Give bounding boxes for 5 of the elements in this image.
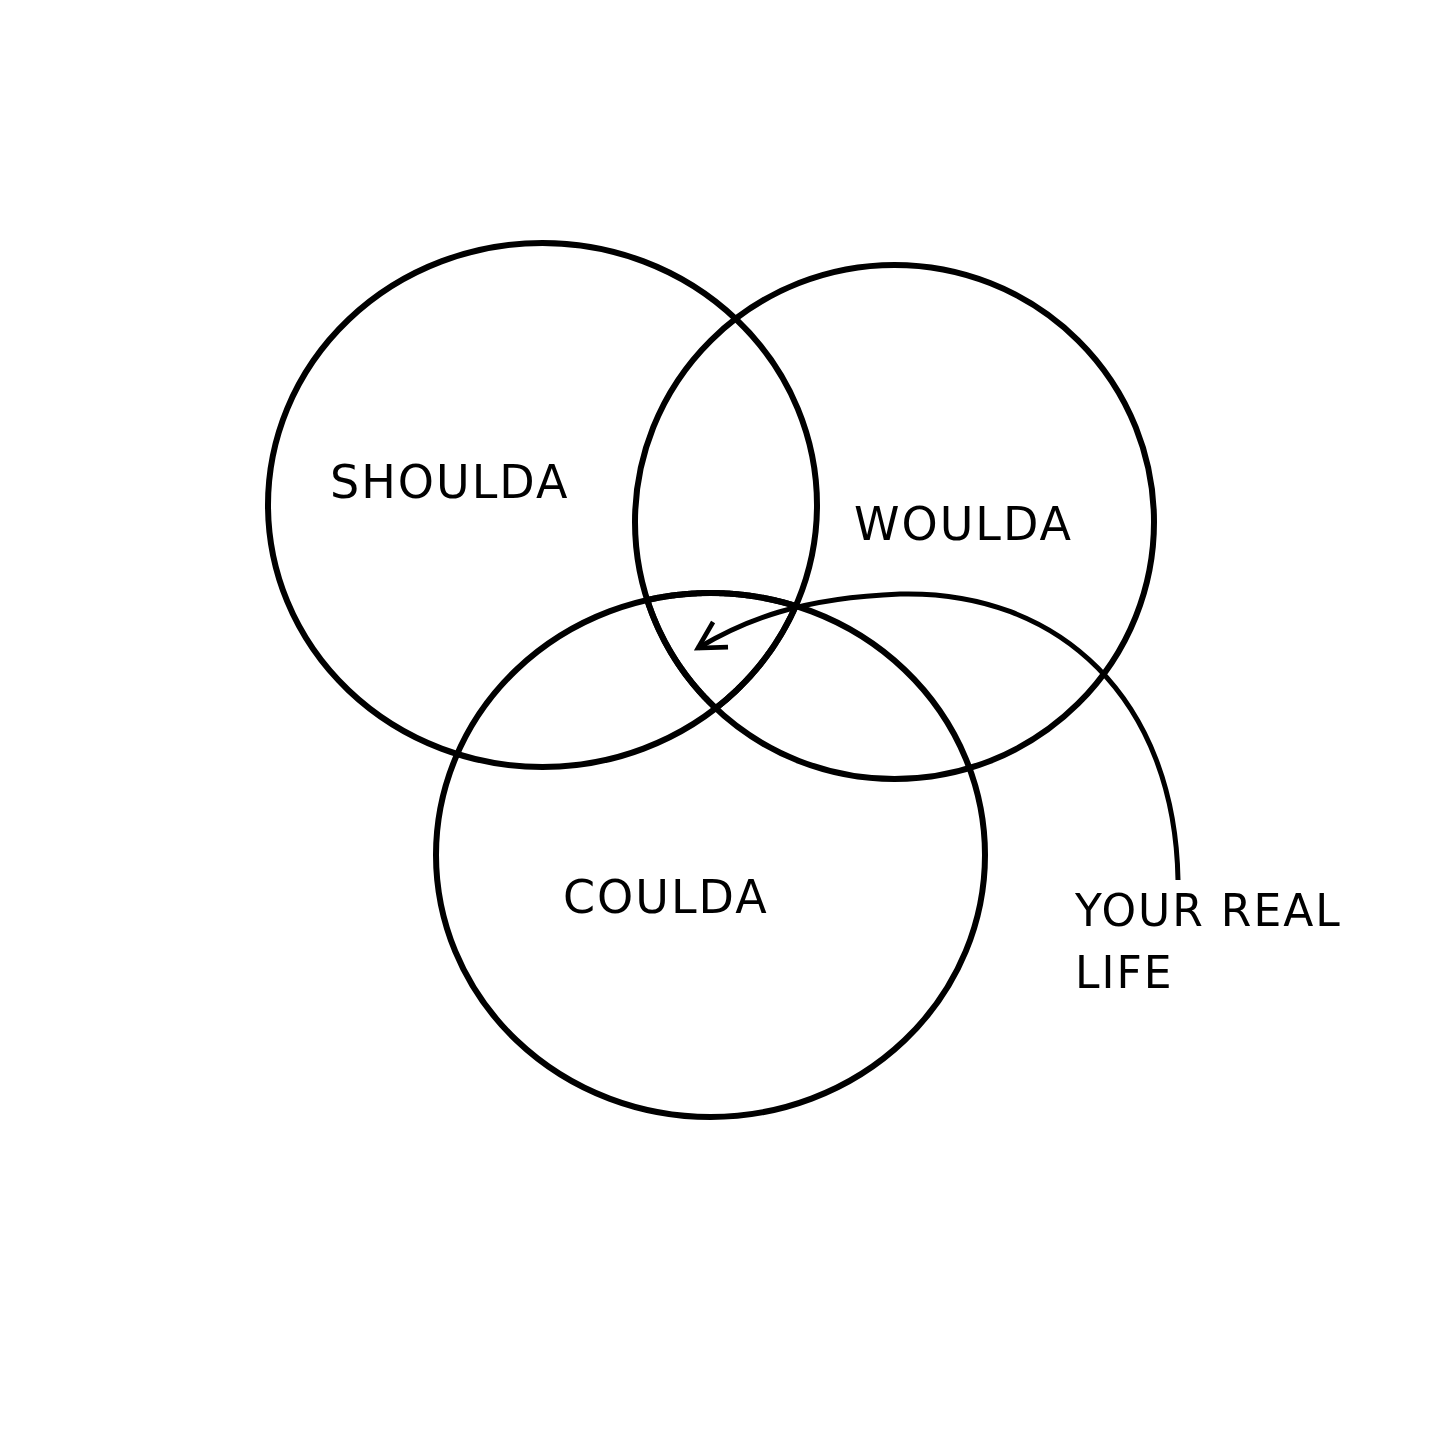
set-label: COULDA <box>563 870 769 924</box>
leader-line <box>695 591 1181 881</box>
set-label: WOULDA <box>854 497 1074 551</box>
annotation-text: YOUR REAL LIFE <box>1075 884 1343 1000</box>
set-label: SHOULDA <box>330 455 570 509</box>
